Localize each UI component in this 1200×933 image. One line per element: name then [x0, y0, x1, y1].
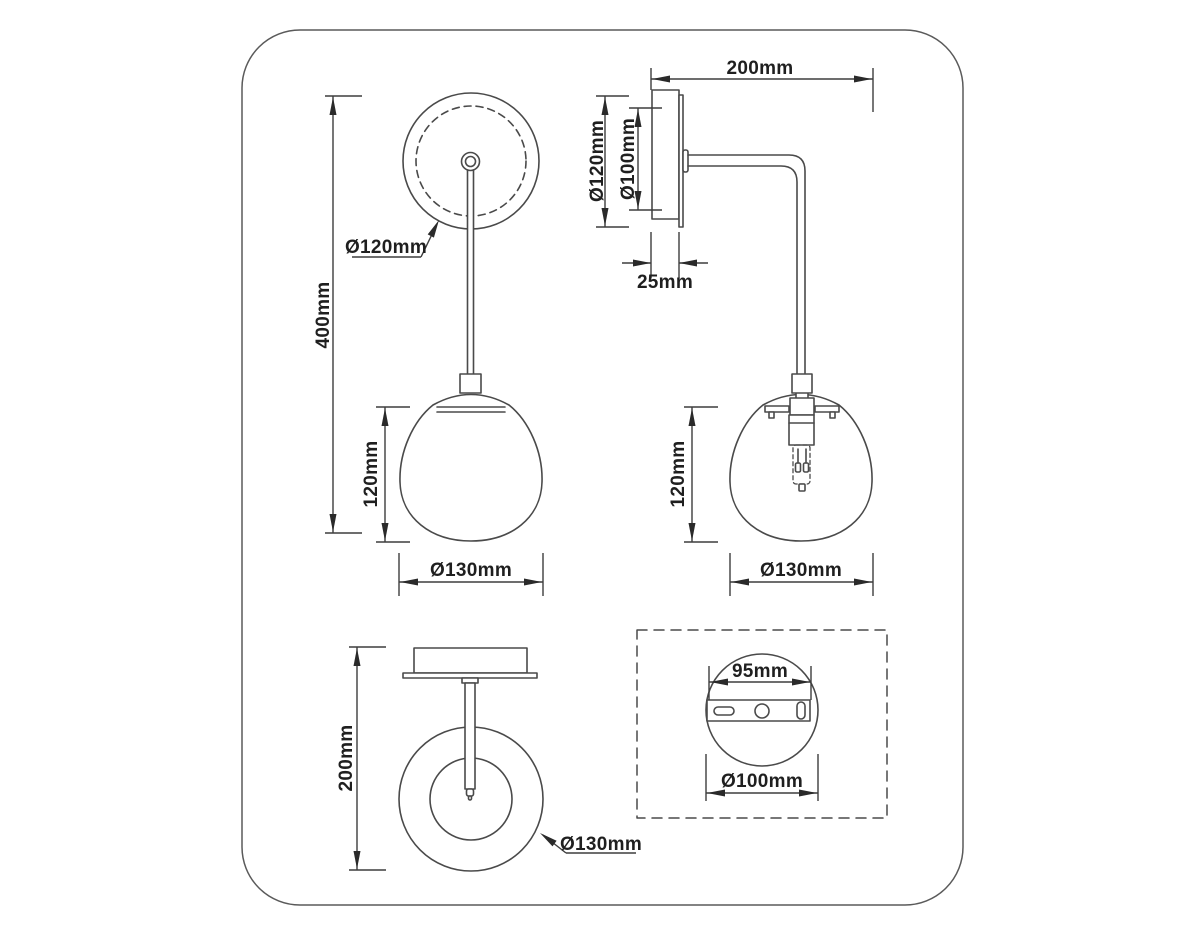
dim-overall-height: 400mm — [313, 95, 362, 534]
dim-shade-height-side: 120mm — [668, 406, 718, 543]
arrow-left-icon — [710, 678, 728, 686]
bulb-pin-loop — [794, 462, 802, 473]
dim-label: 95mm — [732, 661, 788, 682]
arrow-left-icon — [400, 578, 418, 586]
arm-hub — [682, 149, 689, 173]
detail-view: 95mm Ø100mm — [636, 629, 888, 819]
flange-hook — [829, 411, 836, 419]
holder-body — [788, 414, 815, 446]
arrow-down-icon — [381, 523, 389, 541]
arrow-left-icon — [679, 259, 697, 267]
dim-label: 400mm — [313, 282, 334, 349]
arrow-right-icon — [854, 75, 872, 83]
dim-canopy-depth: 25mm — [622, 232, 708, 293]
dim-label: 120mm — [361, 441, 382, 508]
mounting-plate-circle — [705, 653, 819, 767]
dim-label: Ø100mm — [721, 771, 803, 792]
arm-inner — [687, 165, 798, 376]
holder-nut — [789, 397, 815, 416]
arrow-left-icon — [652, 75, 670, 83]
dim-label: 120mm — [668, 441, 689, 508]
dim-label: Ø120mm — [587, 120, 608, 202]
arrow-right-icon — [854, 578, 872, 586]
shade-outline — [399, 393, 543, 542]
arrow-up-icon — [381, 408, 389, 426]
dim-projection-depth: 200mm — [336, 646, 386, 871]
arm-rod-top — [464, 682, 476, 790]
lamp-holder-assembly — [764, 391, 840, 492]
arrow-up-icon — [329, 97, 337, 115]
arrow-left-icon — [707, 789, 725, 797]
socket-block-side — [791, 373, 813, 394]
stem-hub-inner — [464, 155, 477, 168]
dim-canopy-inner: Ø100mm — [618, 107, 662, 211]
arrow-up-icon — [634, 109, 642, 127]
arrow-down-icon — [353, 851, 361, 869]
detail-box — [636, 629, 888, 819]
bulb-tip — [798, 483, 806, 492]
arrow-up-icon — [353, 648, 361, 666]
slot-horizontal — [713, 706, 735, 716]
arrow-right-icon — [633, 259, 651, 267]
mount-flange-left — [764, 405, 790, 413]
stem-hub — [460, 151, 481, 172]
mounting-bracket-band — [706, 699, 811, 722]
arrow-right-icon — [799, 789, 817, 797]
arm-end-nub — [465, 788, 475, 797]
dim-shade-diameter-front: Ø130mm — [398, 553, 544, 596]
center-hole — [754, 703, 770, 719]
dim-shade-diameter-side: Ø130mm — [729, 553, 874, 596]
socket-block — [459, 373, 482, 394]
leader-canopy-diameter: Ø120mm — [345, 220, 439, 258]
top-view: 200mm Ø130mm — [336, 646, 642, 872]
arm-end-tip — [467, 795, 473, 801]
arrow-down-icon — [688, 523, 696, 541]
arrow-down-icon — [329, 514, 337, 532]
canopy-body-side — [651, 89, 680, 220]
slot-vertical — [796, 701, 806, 720]
arrow-down-icon — [601, 208, 609, 226]
dim-label: Ø130mm — [560, 834, 642, 855]
arrow-right-icon — [792, 678, 810, 686]
side-view: 200mm Ø120mm Ø100mm — [587, 58, 874, 596]
flange-hook — [768, 411, 775, 419]
dim-label: Ø130mm — [760, 560, 842, 581]
canopy-top-body — [413, 647, 528, 674]
bulb-pin-loop — [802, 462, 810, 473]
dim-shade-height-front: 120mm — [361, 406, 410, 543]
dim-label: Ø100mm — [618, 118, 639, 200]
arrow-right-icon — [524, 578, 542, 586]
stem-rod — [466, 160, 475, 376]
dim-canopy-outer: Ø120mm — [587, 95, 629, 228]
arrow-left-icon — [731, 578, 749, 586]
arrow-up-icon — [601, 97, 609, 115]
dim-label: Ø120mm — [345, 237, 427, 258]
dim-label: 25mm — [637, 272, 693, 293]
mount-flange-right — [814, 405, 840, 413]
dim-plate-diameter: Ø100mm — [705, 754, 819, 801]
front-view: 400mm 120mm Ø130mm Ø120mm — [313, 92, 544, 596]
dim-label: 200mm — [336, 725, 357, 792]
arrow-down-icon — [634, 191, 642, 209]
arrow-up-icon — [688, 408, 696, 426]
arrow-leader-icon — [540, 833, 557, 847]
leader-shade-diameter-top: Ø130mm — [540, 833, 642, 855]
arrow-leader-icon — [427, 220, 439, 238]
dim-hole-spacing: 95mm — [708, 661, 812, 700]
dim-label: Ø130mm — [430, 560, 512, 581]
dim-projection: 200mm — [650, 58, 874, 112]
arm-outer — [687, 154, 806, 376]
dim-label: 200mm — [727, 58, 794, 79]
drawing-frame — [241, 29, 964, 906]
